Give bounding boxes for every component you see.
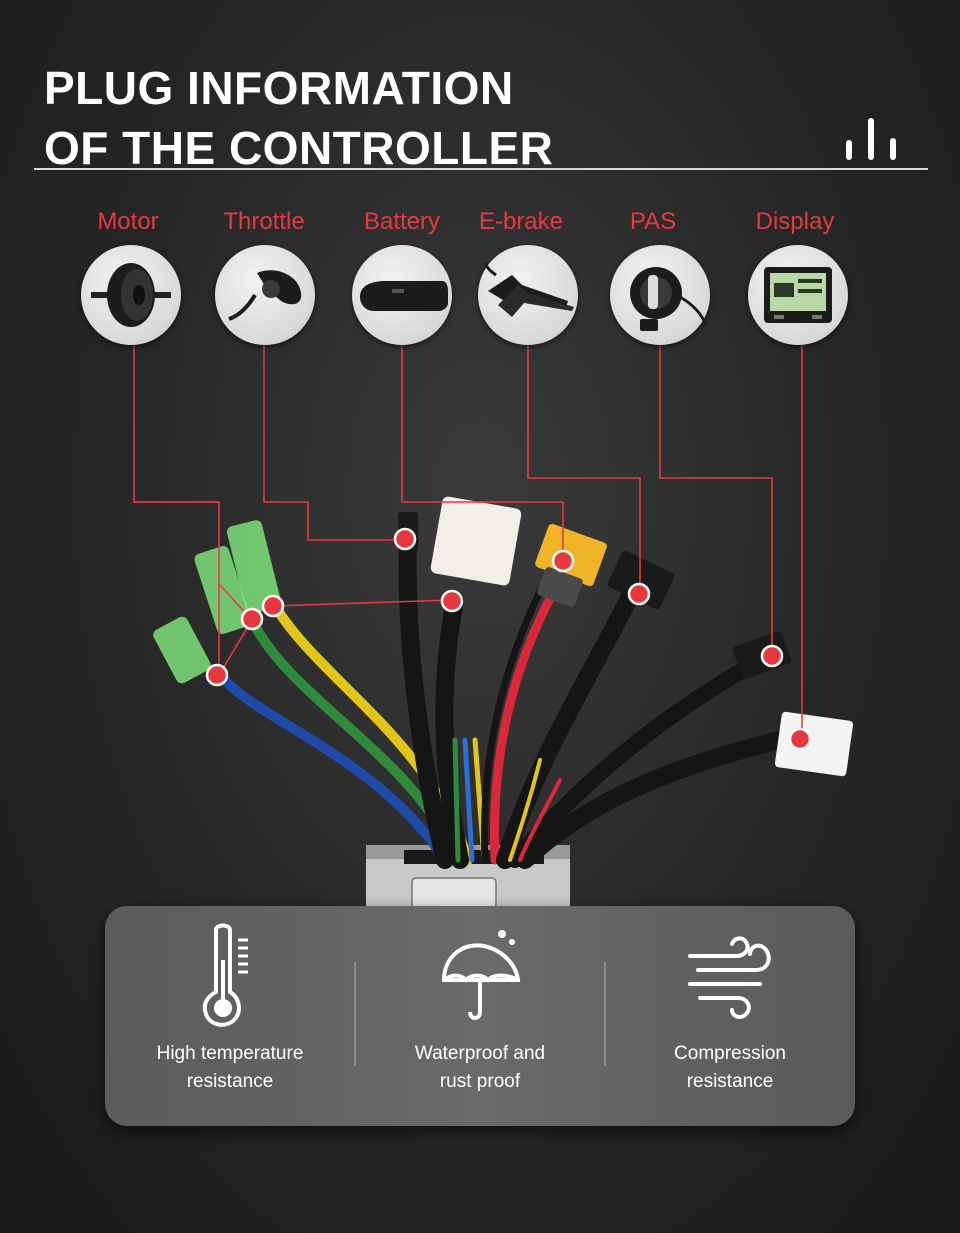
title-divider (34, 168, 928, 170)
feature-line-2: resistance (186, 1071, 274, 1092)
feature-line-1: Waterproof and (414, 1043, 546, 1064)
connectors (153, 496, 854, 777)
title-line-2: OF THE CONTROLLER (44, 122, 554, 174)
brake-lever-icon (478, 245, 578, 345)
feature-text: Compression resistance (605, 1040, 855, 1096)
feature-text: High temperature resistance (105, 1040, 355, 1096)
plug-label-battery: Battery (363, 208, 441, 235)
lcd-display-icon (748, 245, 848, 345)
page-title: PLUG INFORMATION OF THE CONTROLLER (44, 58, 553, 178)
thermometer-icon (202, 923, 248, 1027)
plug-label-display: Display (755, 208, 835, 235)
plug-label-motor: Motor (97, 208, 159, 235)
title-line-1: PLUG INFORMATION (44, 62, 514, 114)
pas-sensor-icon (610, 245, 710, 345)
umbrella-icon (441, 930, 521, 1020)
controller-wiring-illustration (133, 345, 854, 906)
plug-label-pas: PAS (629, 208, 677, 235)
plug-label-throttle: Throttle (223, 208, 305, 235)
feature-compression: Compression resistance (605, 906, 855, 1126)
feature-line-1: Compression (674, 1043, 786, 1064)
feature-line-2: rust proof (439, 1071, 521, 1092)
feature-text: Waterproof and rust proof (355, 1040, 605, 1096)
thumb-throttle-icon (215, 245, 315, 345)
feature-line-2: resistance (686, 1071, 774, 1092)
feature-card: High temperature resistance Waterproof a… (105, 906, 855, 1126)
feature-line-1: High temperature (156, 1043, 304, 1064)
battery-pack-icon (352, 245, 452, 345)
plug-label-e-brake: E-brake (478, 208, 564, 235)
feature-waterproof: Waterproof and rust proof (355, 906, 605, 1126)
bar-chart-icon (846, 118, 896, 160)
hub-motor-icon (81, 245, 181, 345)
feature-high-temperature: High temperature resistance (105, 906, 355, 1126)
feature-divider (604, 962, 606, 1066)
wind-icon (688, 936, 771, 1019)
feature-divider (354, 962, 356, 1066)
